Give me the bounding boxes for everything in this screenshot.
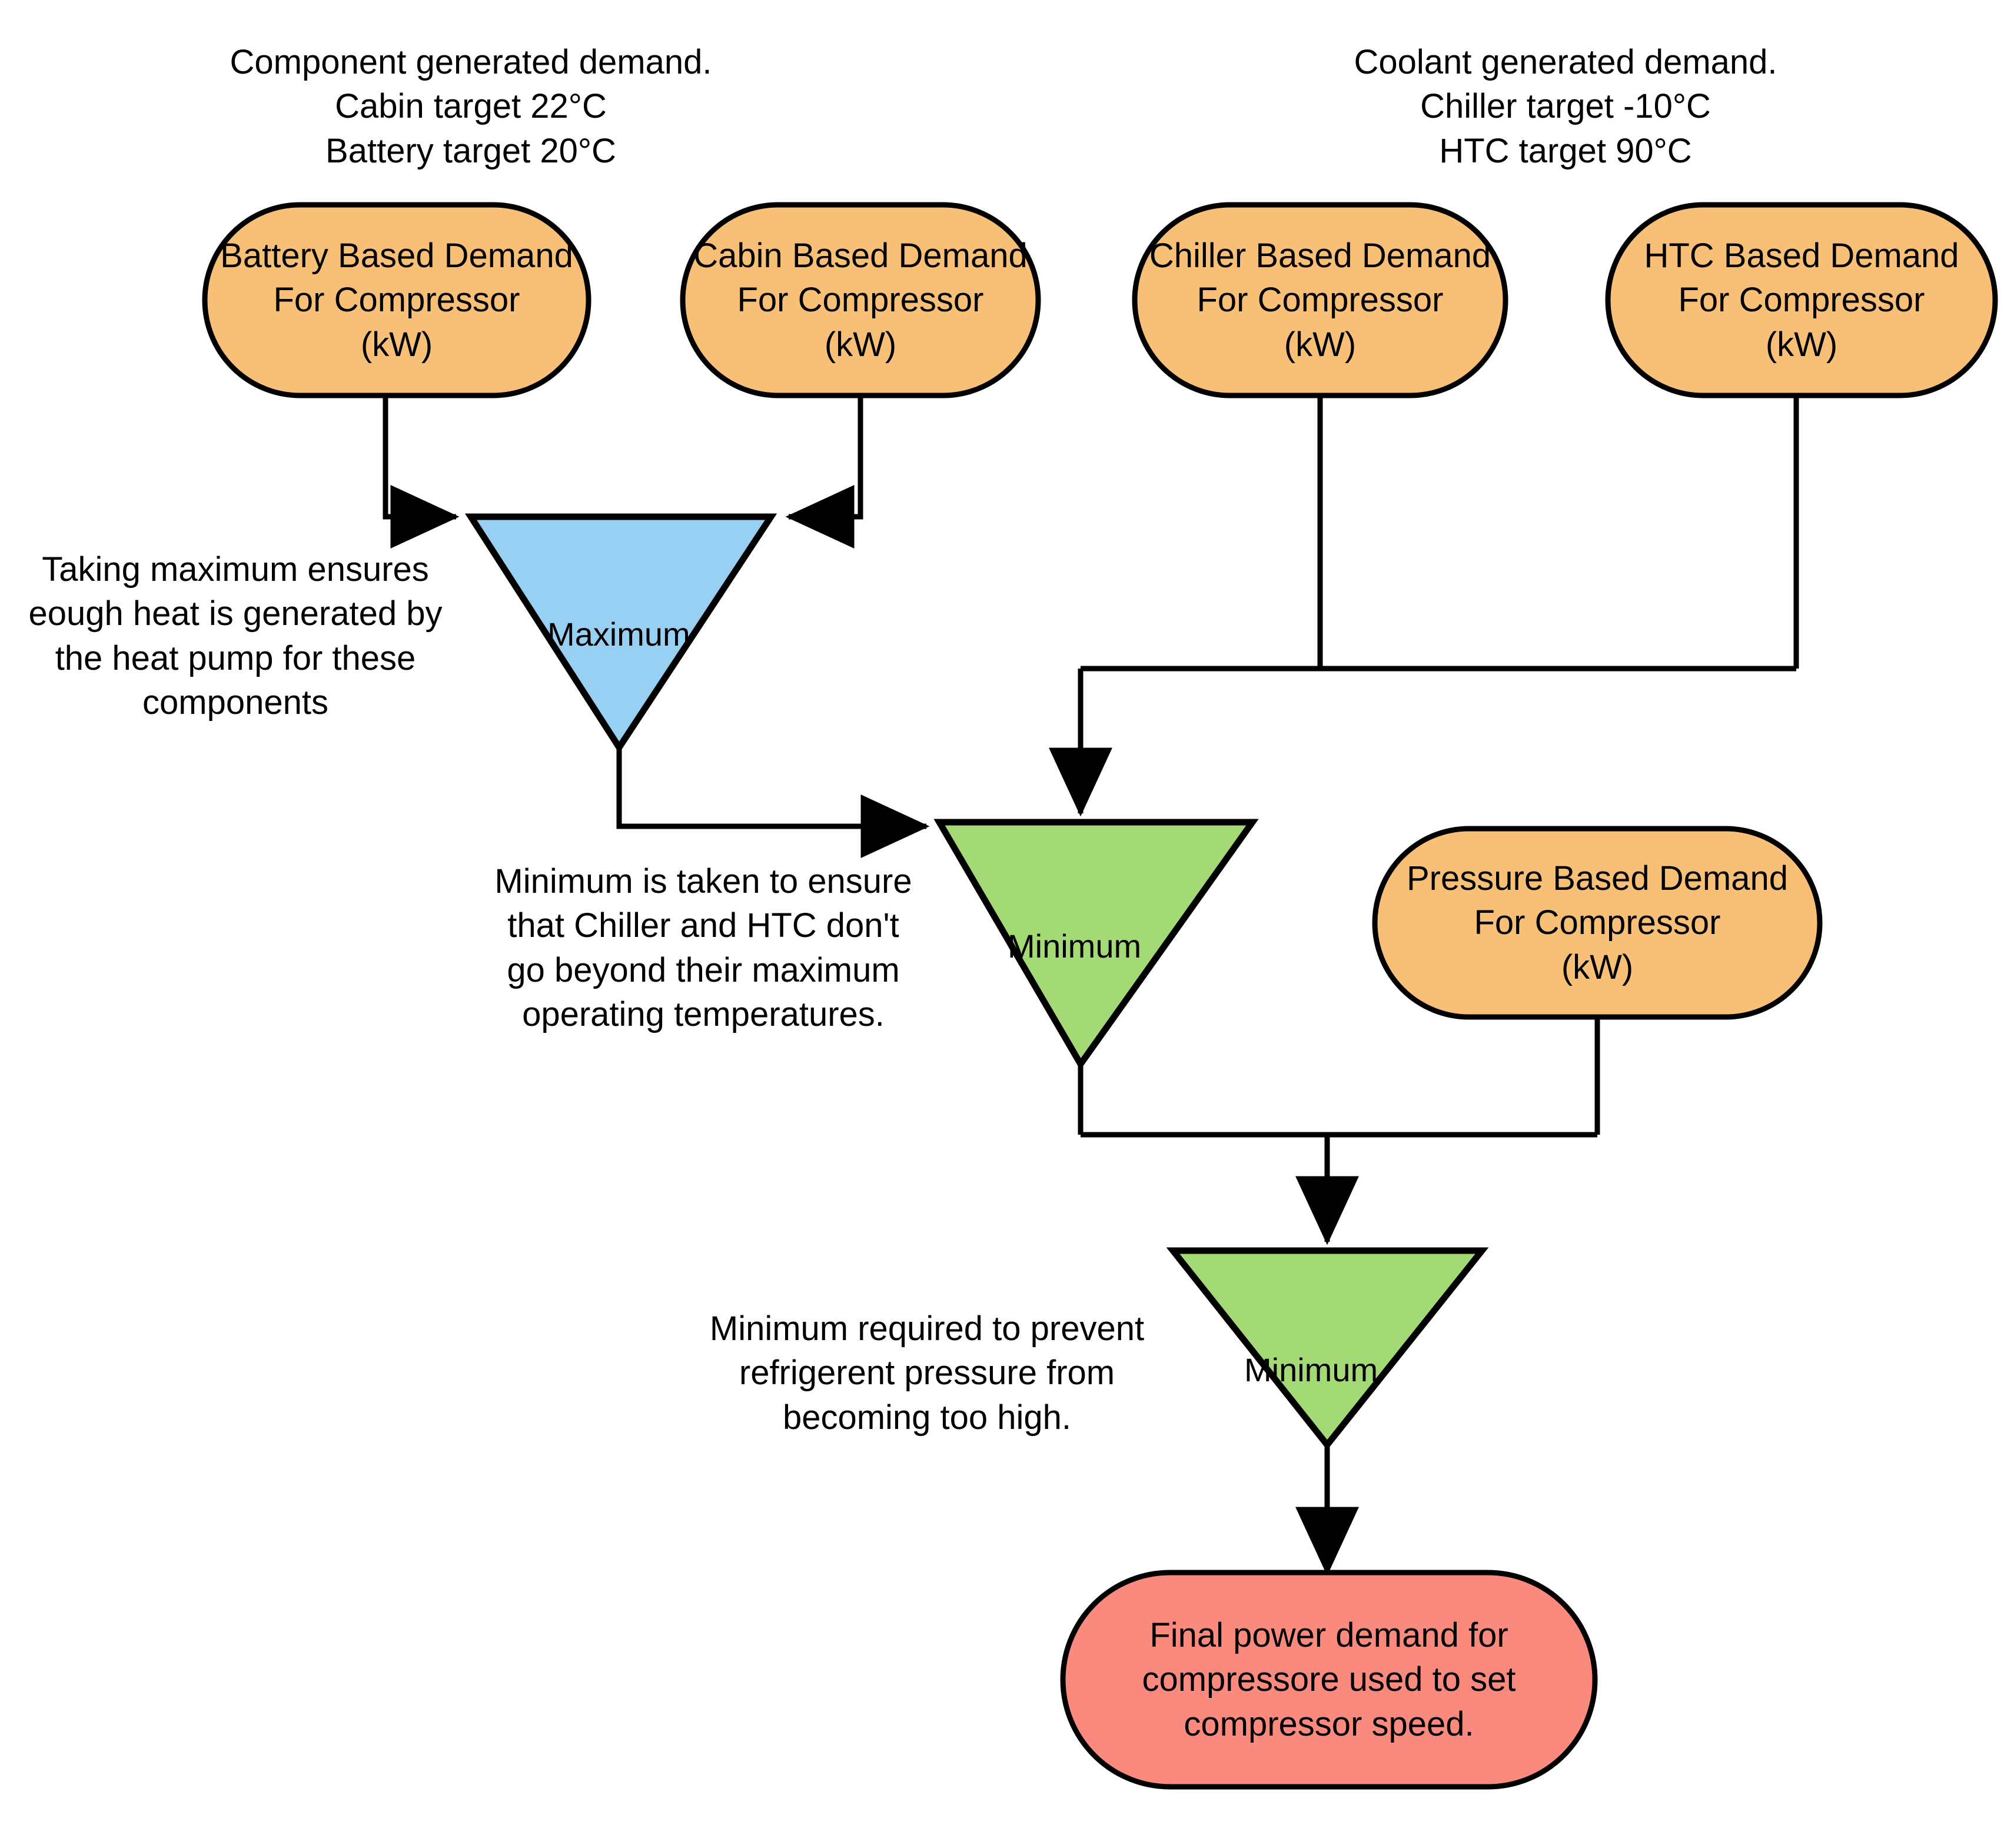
node-chiller-shape[interactable] bbox=[1132, 202, 1508, 398]
header-component-demand: Component generated demand. Cabin target… bbox=[230, 43, 712, 170]
edge-maximum-to-minimum1 bbox=[616, 747, 930, 858]
header-coolant-demand: Coolant generated demand. Chiller target… bbox=[1354, 43, 1777, 170]
node-final-shape[interactable] bbox=[1060, 1570, 1598, 1790]
operator-maximum-shape[interactable] bbox=[464, 513, 777, 754]
node-cabin-shape[interactable] bbox=[680, 202, 1041, 398]
edge-cabin-to-maximum bbox=[785, 395, 863, 549]
annotation-minimum-note-1: Minimum is taken to ensure that Chiller … bbox=[494, 862, 912, 1034]
edges-group bbox=[383, 395, 1799, 1576]
node-battery-shape[interactable] bbox=[202, 202, 591, 398]
node-pressure-shape[interactable] bbox=[1372, 826, 1823, 1020]
annotation-minimum-note-2: Minimum required to prevent refrigerent … bbox=[709, 1309, 1145, 1437]
node-htc-shape[interactable] bbox=[1605, 202, 1998, 398]
operator-minimum-2-shape[interactable] bbox=[1166, 1247, 1489, 1450]
operator-minimum-1-shape[interactable] bbox=[933, 819, 1259, 1071]
annotation-maximum-note: Taking maximum ensures eough heat is gen… bbox=[28, 550, 443, 722]
edge-battery-to-maximum bbox=[383, 395, 460, 549]
